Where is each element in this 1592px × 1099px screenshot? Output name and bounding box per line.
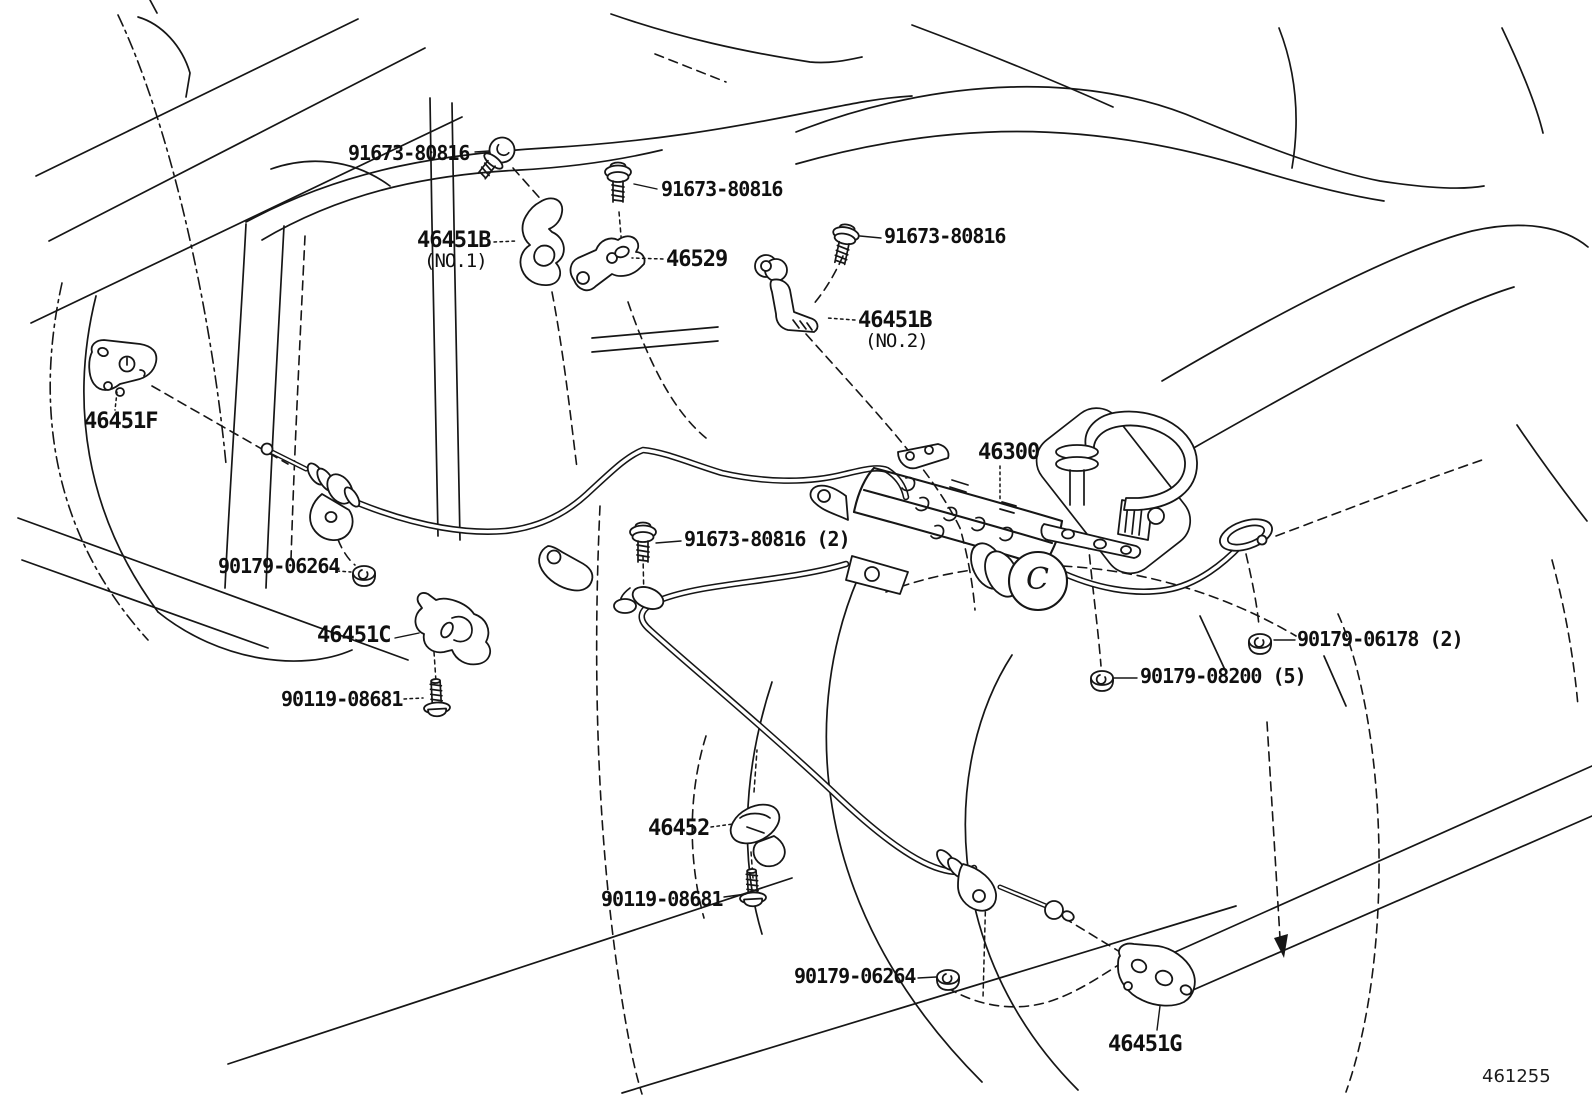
part-number: 90119-08681 [281, 687, 403, 711]
nut-90179-06264-a [351, 565, 377, 587]
part-number: 46451B [858, 308, 932, 333]
arrow-head [1274, 934, 1288, 958]
nut-90179-06178 [1247, 633, 1273, 655]
part-number: 91673-80816 [884, 224, 1006, 248]
part-number: 90119-08681 [601, 887, 723, 911]
part-number: 46451C [317, 623, 391, 648]
nut-90179-06264-b [935, 969, 961, 991]
motor-face-marking: C [1026, 562, 1049, 597]
part-label-46451b-no1[interactable]: 46451B(NO.1) [417, 228, 491, 273]
fuel-filler-lid [1035, 407, 1192, 575]
fasteners [351, 131, 1273, 991]
part-label-90119-08681-b[interactable]: 90119-08681 [601, 887, 723, 911]
wheel-arch-arcs [595, 505, 1380, 1095]
bolt-90119-08681-a [421, 677, 452, 718]
clamp-46451c-shape [414, 592, 492, 666]
bracket-46451b-no2-shape [754, 254, 819, 333]
part-number-suffix: (NO.1) [424, 250, 488, 273]
bracket-46451f-shape [88, 339, 158, 397]
part-number: 46452 [648, 816, 710, 841]
part-label-46452[interactable]: 46452 [648, 816, 710, 841]
bracket-46451b-no1-shape [519, 197, 565, 286]
rear-cable-end [936, 849, 1075, 922]
bolt-91673-80816-b [604, 161, 632, 203]
front-cable-end [260, 442, 361, 541]
car-body-outline [17, 0, 1592, 1094]
part-number: 90179-06178 (2) [1297, 627, 1464, 651]
bracket-46451g-shape [1117, 942, 1196, 1007]
part-number: 90179-06264 [218, 554, 340, 578]
actuator-loop-pipe [1084, 410, 1198, 511]
bolt-91673-80816-a [470, 131, 521, 185]
part-label-46451f[interactable]: 46451F [84, 409, 158, 434]
part-label-46300[interactable]: 46300 [978, 440, 1040, 465]
part-number: 91673-80816 [348, 141, 470, 165]
bolt-91673-80816-c [826, 221, 862, 267]
part-label-90179-06264-b[interactable]: 90179-06264 [794, 964, 916, 988]
bolt-91673-80816-d [629, 521, 657, 563]
part-number: 90179-08200 (5) [1140, 664, 1307, 688]
part-number: 46451G [1108, 1032, 1182, 1057]
part-number: 46529 [666, 247, 728, 272]
part-label-91673-80816-a[interactable]: 91673-80816 [348, 141, 470, 165]
part-number: 91673-80816 (2) [684, 527, 851, 551]
part-label-46451g[interactable]: 46451G [1108, 1032, 1182, 1057]
part-label-91673-80816-b[interactable]: 91673-80816 [661, 177, 783, 201]
right-cable-grommet [1219, 518, 1273, 552]
part-number-suffix: (NO.2) [865, 330, 929, 353]
clamp-46452-shape [729, 803, 786, 868]
actuator-assembly-46300 [538, 410, 1198, 614]
part-number: 46451F [84, 409, 158, 434]
figure-number: 461255 [1482, 1066, 1551, 1087]
part-label-90179-06178[interactable]: 90179-06178 (2) [1297, 627, 1464, 651]
part-number: 91673-80816 [661, 177, 783, 201]
part-number: 46451B [417, 228, 491, 253]
label-leader-lines [114, 150, 1296, 1031]
part-number: 46300 [978, 440, 1040, 465]
assembly-dashed-leaders [151, 167, 1288, 1008]
part-label-46451b-no2[interactable]: 46451B(NO.2) [858, 308, 932, 353]
part-label-46529[interactable]: 46529 [666, 247, 728, 272]
part-label-91673-80816-d[interactable]: 91673-80816 (2) [684, 527, 851, 551]
actuator-motor [1007, 550, 1069, 612]
part-label-90179-06264-a[interactable]: 90179-06264 [218, 554, 340, 578]
part-label-46451c[interactable]: 46451C [317, 623, 391, 648]
part-label-90179-08200[interactable]: 90179-08200 (5) [1140, 664, 1307, 688]
part-label-91673-80816-c[interactable]: 91673-80816 [884, 224, 1006, 248]
part-number: 90179-06264 [794, 964, 916, 988]
bracket-46529-shape [569, 235, 646, 292]
part-label-90119-08681-a[interactable]: 90119-08681 [281, 687, 403, 711]
nut-90179-08200 [1089, 670, 1115, 692]
